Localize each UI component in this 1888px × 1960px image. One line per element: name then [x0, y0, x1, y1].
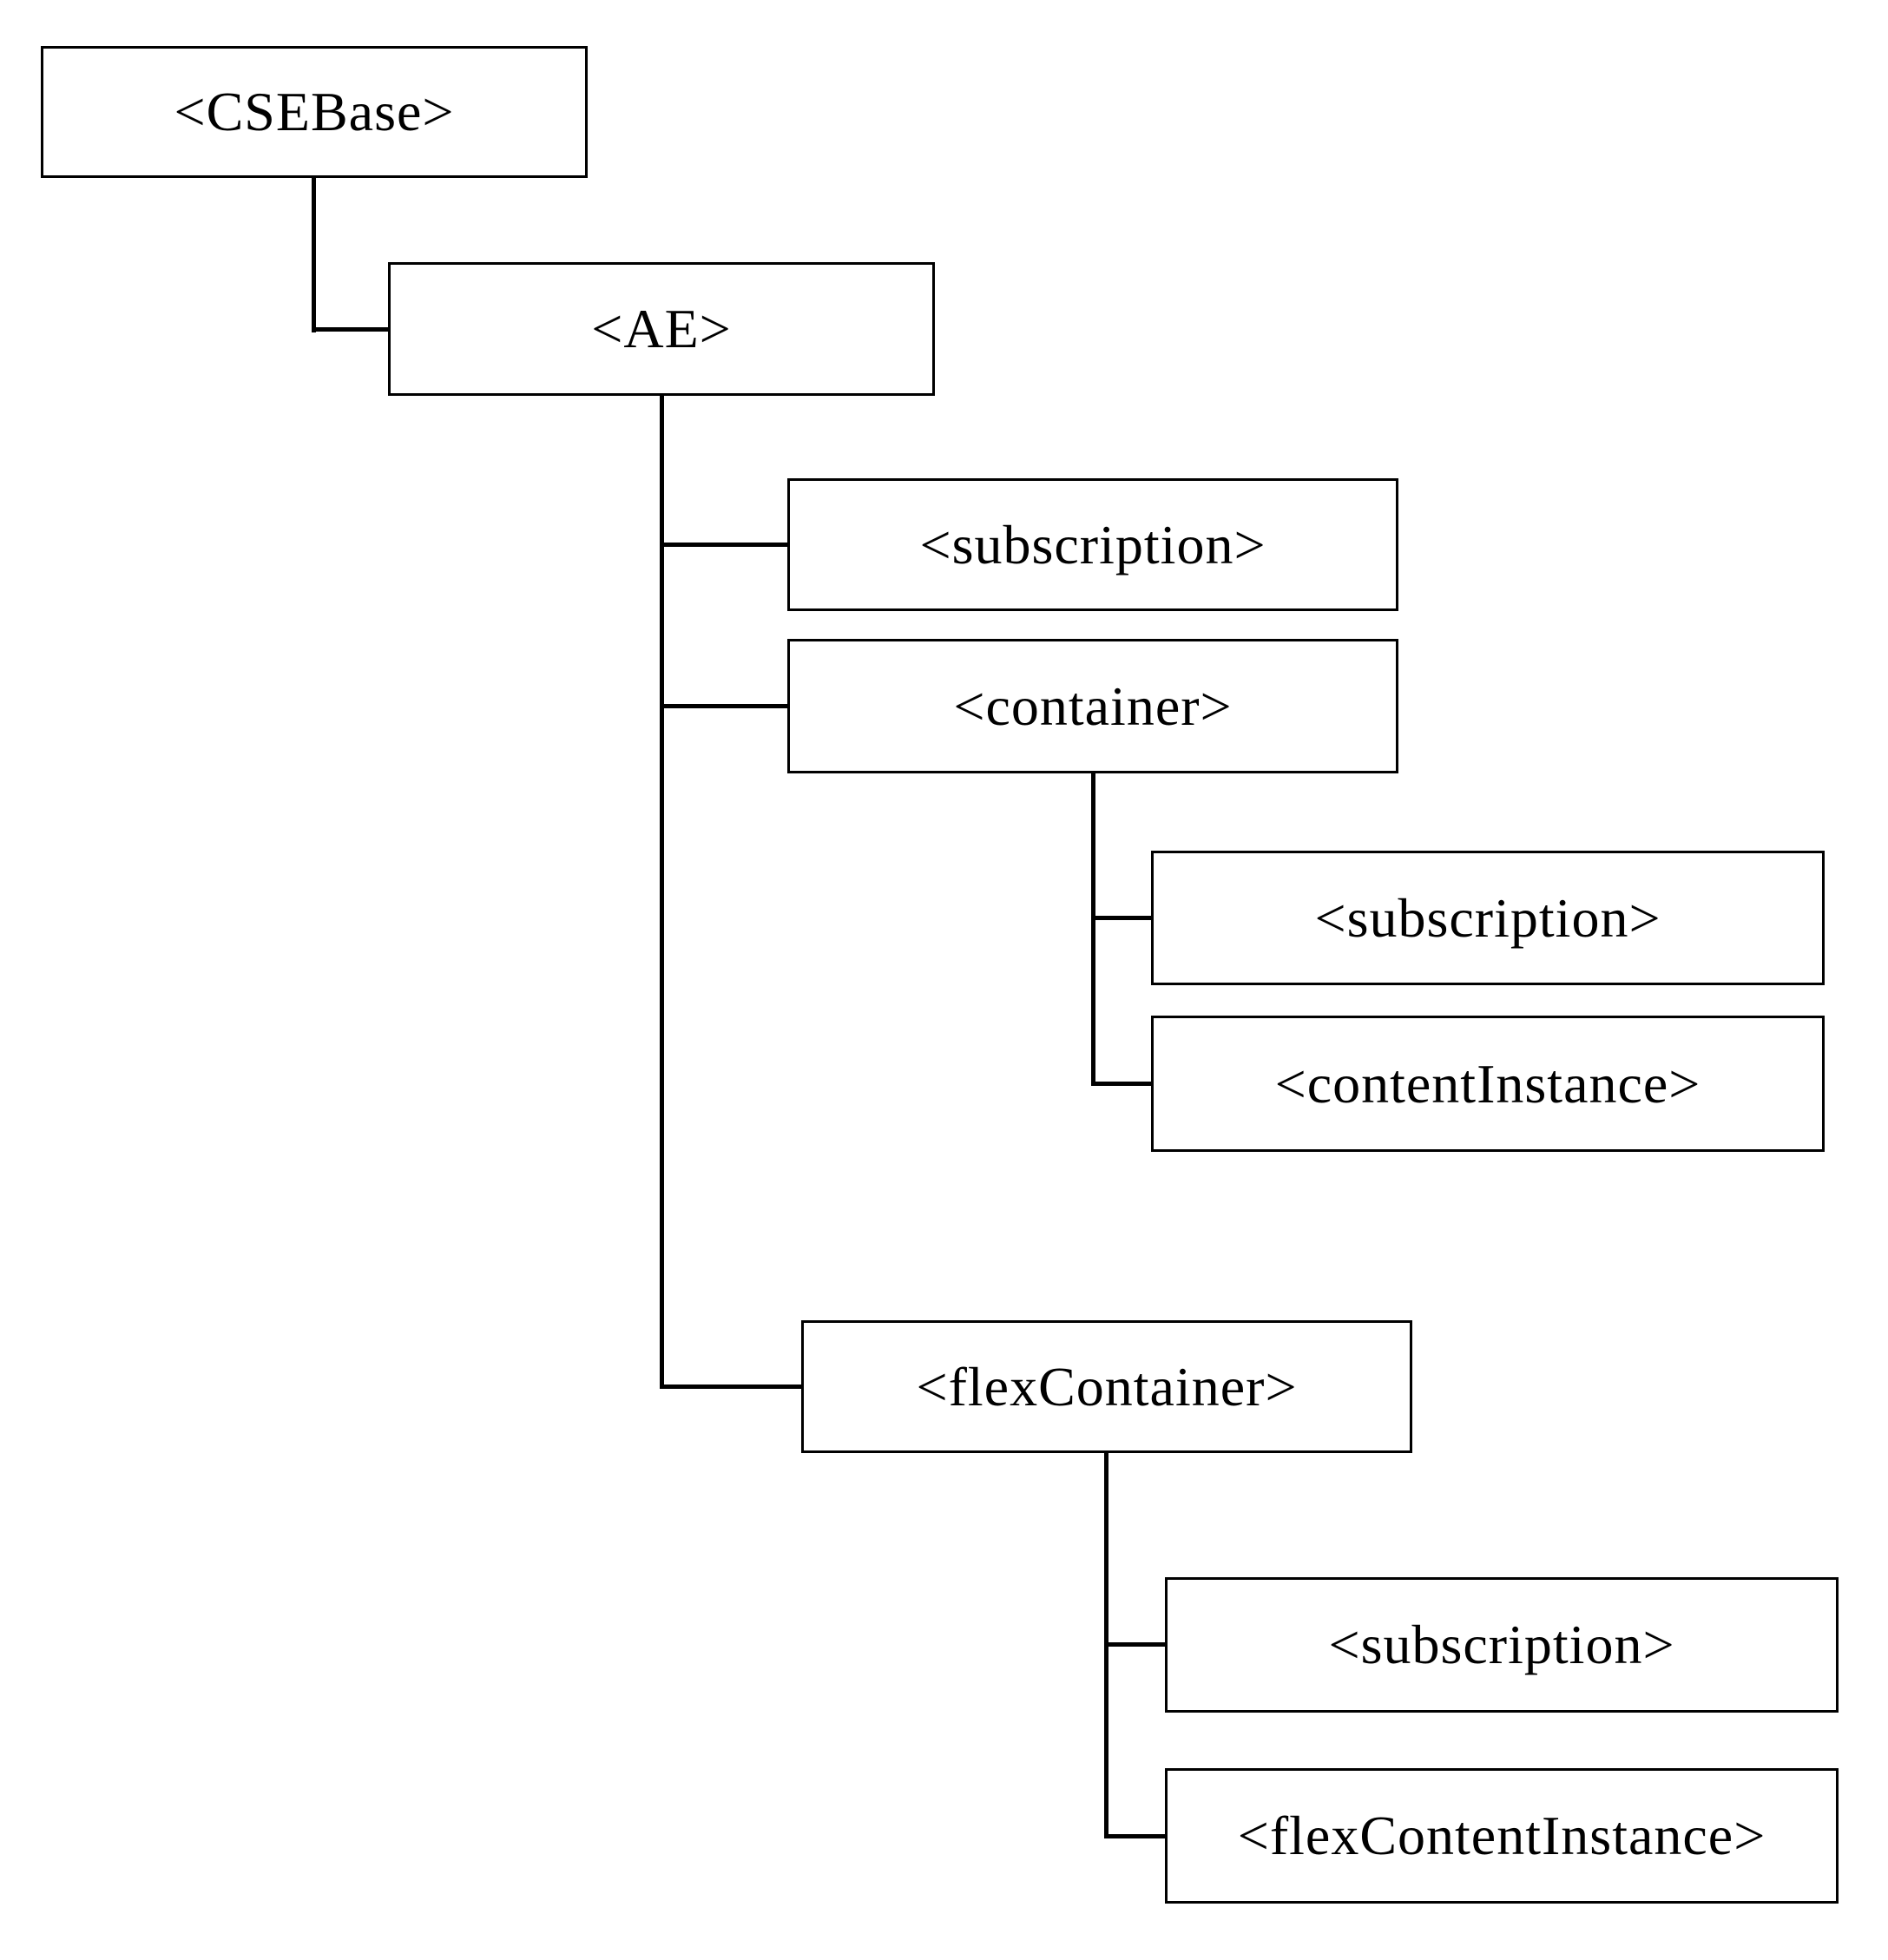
connector-csebase-to-ae-line — [312, 327, 388, 332]
node-container-subscription: <subscription> — [1151, 851, 1825, 985]
connector-container-trunk-line — [1091, 773, 1095, 1086]
connector-ae-to-flexcontainer-line — [660, 1384, 801, 1389]
node-flex-content-instance: <flexContentInstance> — [1165, 1768, 1839, 1904]
node-ae-subscription: <subscription> — [787, 478, 1398, 611]
connector-flexcontainer-to-flexcontentinstance-line — [1104, 1834, 1165, 1838]
connector-container-to-subscription-line — [1091, 916, 1151, 920]
connector-ae-to-container-line — [660, 704, 787, 708]
connector-csebase-trunk-line — [312, 178, 316, 332]
node-content-instance: <contentInstance> — [1151, 1016, 1825, 1152]
connector-ae-trunk-line — [660, 396, 664, 1389]
connector-container-to-contentinstance-line — [1091, 1082, 1151, 1086]
node-ae: <AE> — [388, 262, 935, 396]
node-container: <container> — [787, 639, 1398, 773]
node-flex-container-subscription: <subscription> — [1165, 1577, 1839, 1713]
connector-flexcontainer-to-subscription-line — [1104, 1642, 1165, 1647]
node-csebase: <CSEBase> — [41, 46, 588, 178]
connector-ae-to-subscription-line — [660, 543, 787, 547]
node-flex-container: <flexContainer> — [801, 1320, 1412, 1453]
